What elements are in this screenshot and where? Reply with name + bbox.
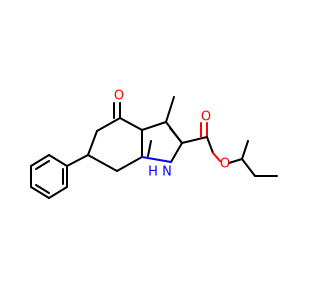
cyclohexenone-ring (87, 102, 143, 172)
bond (87, 154, 118, 172)
bond (30, 154, 50, 167)
ketone-oxygen-label: O (114, 89, 124, 104)
pyrrole-ring (141, 121, 183, 163)
bond (241, 140, 249, 160)
bond (141, 121, 167, 131)
bond (170, 142, 183, 163)
bond (181, 136, 208, 144)
carbonyl-oxygen-label: O (201, 110, 211, 125)
methyl-bond (165, 96, 175, 123)
ester-oxygen-label: O (220, 157, 230, 172)
bond (48, 186, 68, 199)
bond (141, 156, 172, 163)
bond-double (147, 140, 152, 157)
bond (87, 130, 98, 156)
bond (119, 117, 143, 131)
bond-double (35, 160, 50, 170)
ester-group (181, 122, 278, 177)
bond (96, 117, 121, 132)
phenyl-ring (30, 154, 68, 199)
bond (212, 152, 221, 162)
bond-double (169, 127, 183, 144)
bond (241, 158, 256, 177)
bond (116, 156, 143, 172)
indole-nitrogen-label: H N (148, 165, 172, 180)
bond (228, 158, 243, 164)
molecule-diagram: O O O H N (30, 88, 278, 199)
structure-svg: O O O H N (30, 89, 278, 199)
bond-double (35, 184, 50, 194)
bond (66, 154, 89, 167)
bond (30, 186, 50, 199)
bond (48, 154, 68, 167)
bond (206, 136, 214, 154)
